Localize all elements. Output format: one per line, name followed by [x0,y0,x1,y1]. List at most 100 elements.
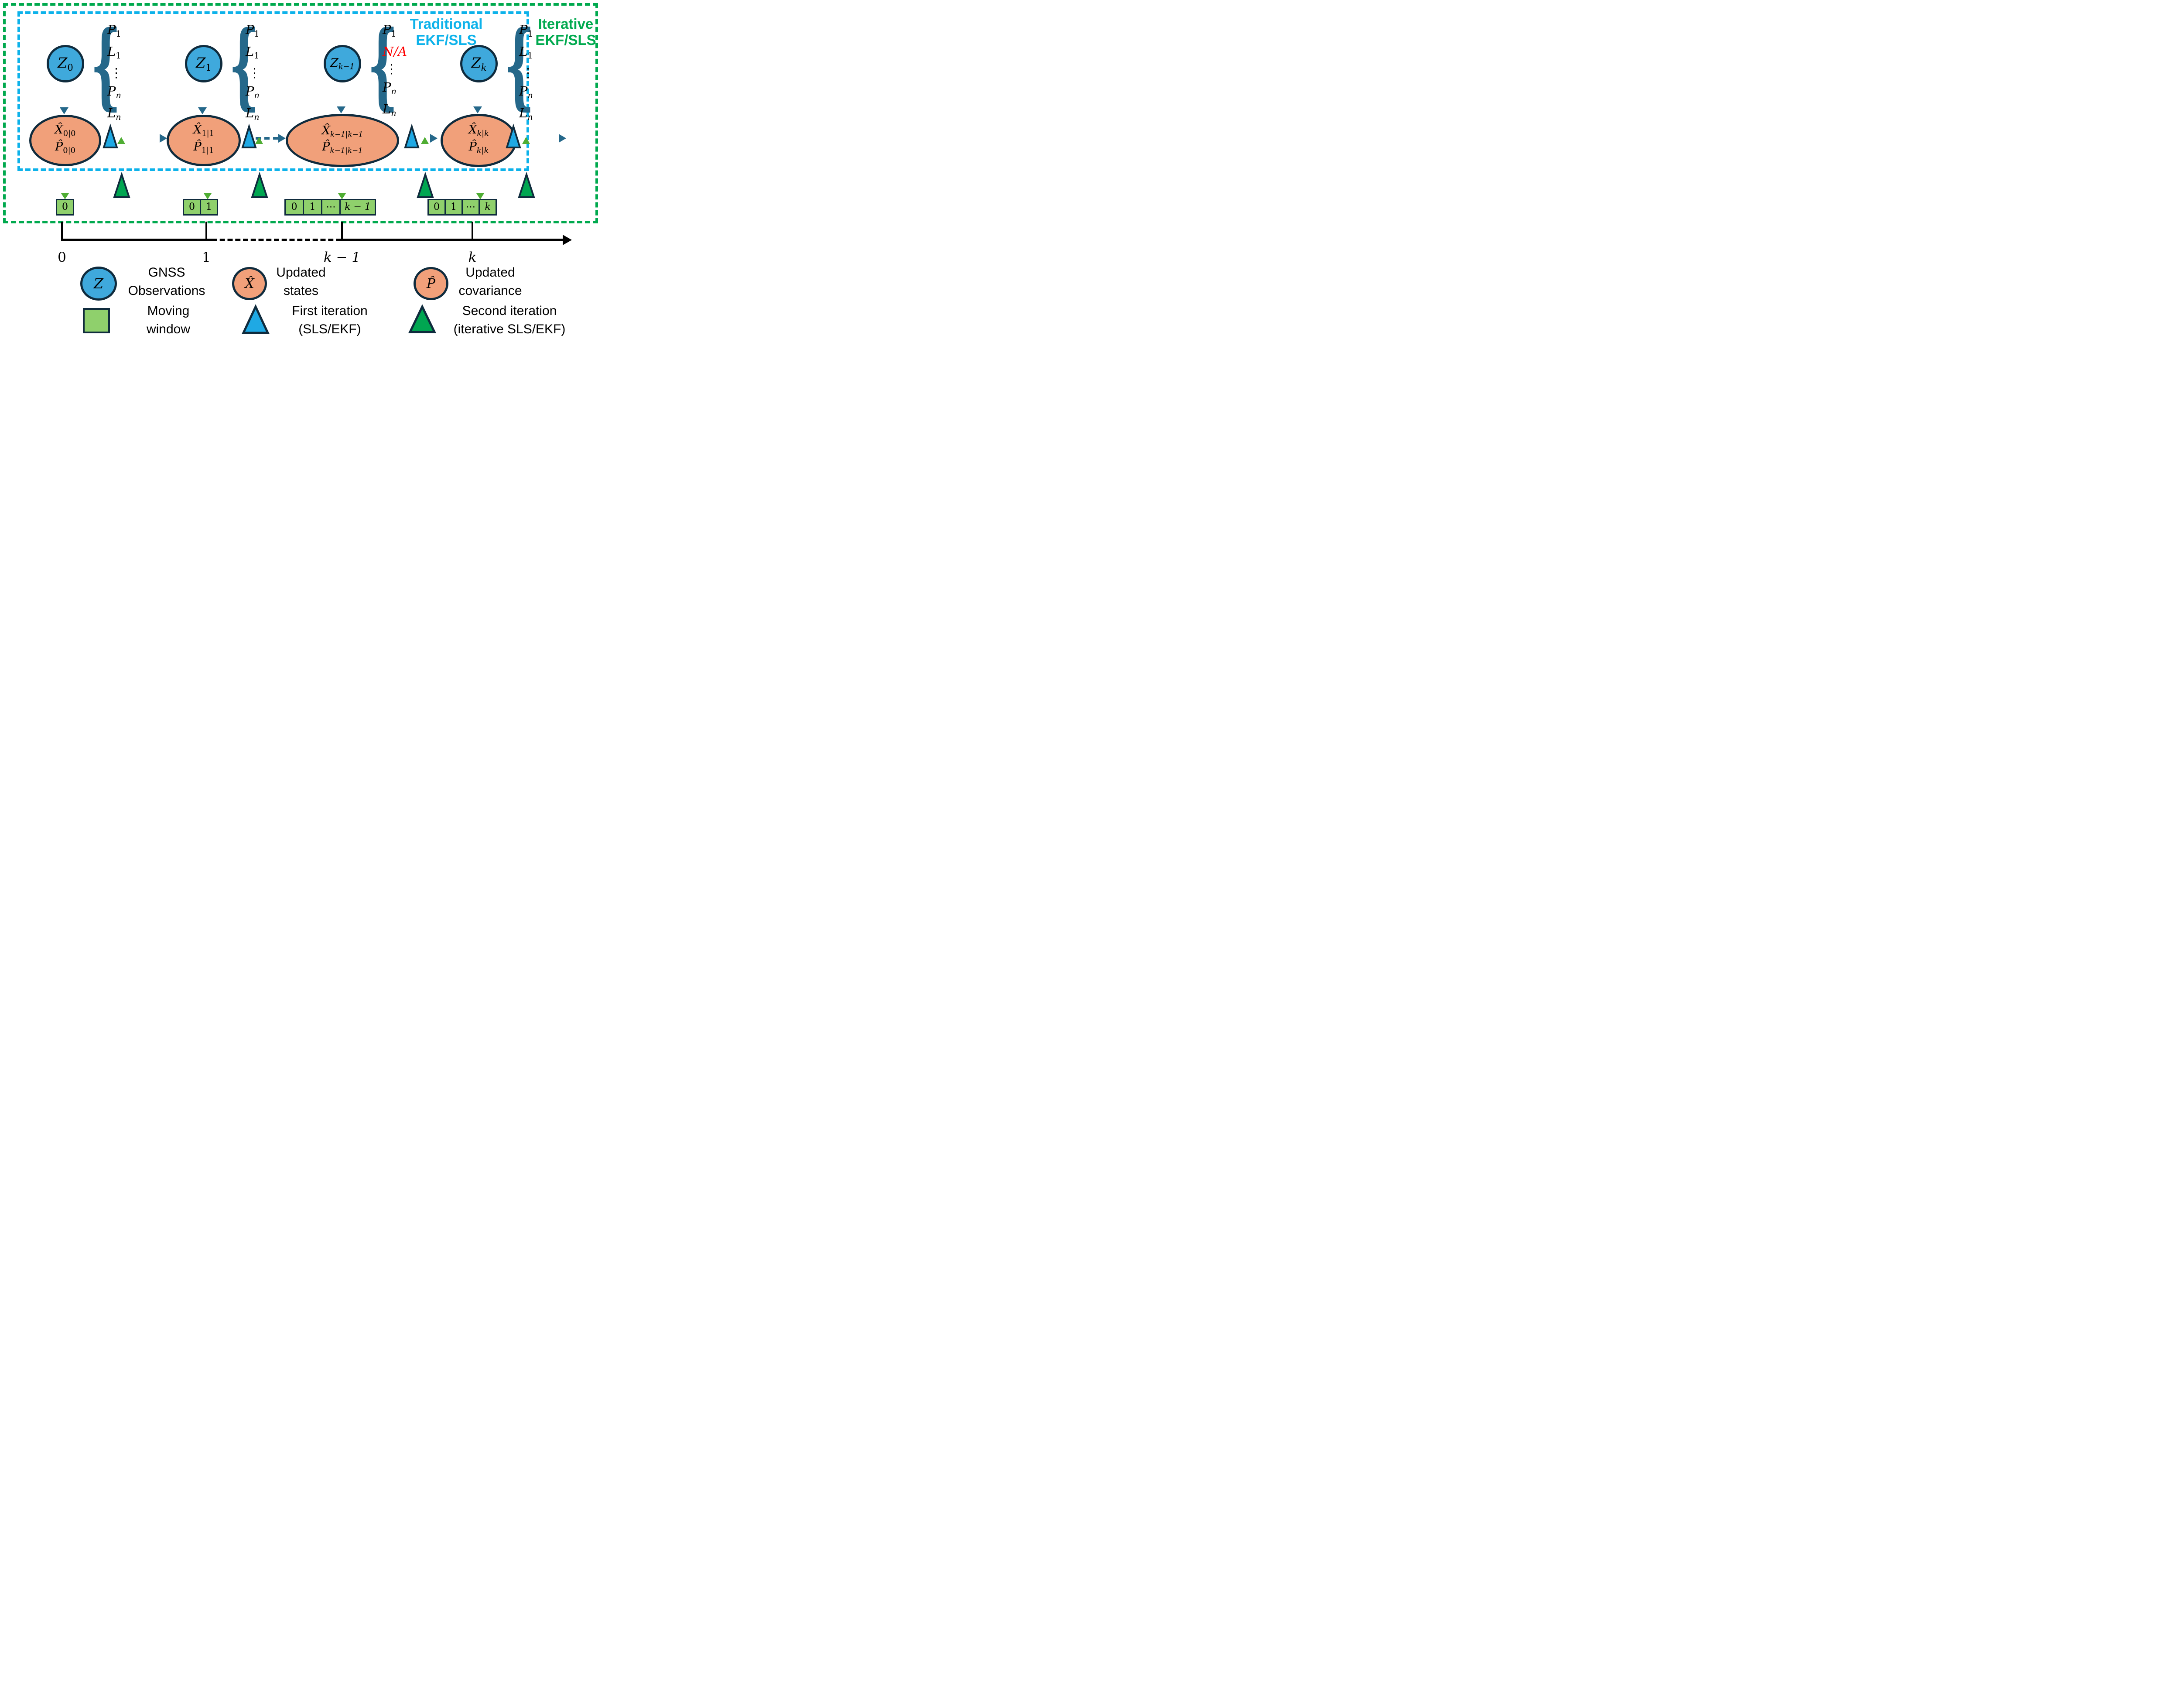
timeline-tick-0 [61,222,63,240]
first-iteration-marker-1 [241,123,257,148]
z0-label: Z0 [58,55,73,73]
obs-ellipsis: ⋮ [110,66,123,81]
brace-zk1: { [367,10,398,120]
brace-z0: { [90,10,121,120]
state-p-k: P̂k|k [468,140,489,155]
timeline-label-0: 0 [58,250,66,265]
obs-item: Ln [246,106,260,123]
window-cell: ⋯ [461,200,479,214]
moving-window-1: 0 1 [183,199,218,216]
flow-arrowhead-k [430,134,438,143]
state-x-k1: X̂k−1|k−1 [321,123,363,138]
state-ellipse-0: X̂0|0 P̂0|0 [29,115,101,166]
state-x-k: X̂k|k [468,123,489,138]
first-iteration-marker-0 [103,123,118,148]
second-iteration-marker-k1 [417,171,434,198]
timeline-label-k: k [468,250,477,265]
legend-first-iteration-label: First iteration (SLS/EKF) [292,304,368,336]
z0-arrowhead [60,107,68,114]
window-cell: ⋯ [321,200,339,214]
zk1-arrowhead [337,106,345,113]
statek-to-window-arrowhead [476,193,484,199]
timeline-tick-k [472,222,473,240]
legend-states-label: Updated states [276,265,326,298]
zk1-label: Zk−1 [330,56,355,72]
timeline-axis-solid-1 [61,239,212,241]
legend-phat-glyph: P̂ [426,276,436,291]
obs-item: Ln [519,106,533,123]
legend-gnss-symbol: Z [80,267,117,301]
flow-arrowhead-k1 [278,134,286,143]
second-iteration-marker-1 [251,171,268,198]
obs-item: Pn [519,84,533,101]
legend-second-iteration-label: Second iteration (iterative SLS/EKF) [453,304,566,336]
obs-item: P1 [519,22,533,39]
obs-list-z1: P1 L1 ⋮ Pn Ln [246,21,261,126]
iterative-frame [3,3,598,223]
window-cell: 0 [429,200,444,214]
brace-zk: { [504,10,535,120]
obs-item: Pn [383,80,397,97]
iterative-frame-label: Iterative EKF/SLS [535,16,596,48]
state-p-k1: P̂k−1|k−1 [322,140,363,155]
window0-up-arrowhead [117,137,125,144]
obs-item: Ln [107,106,121,123]
brace-z1: { [229,10,260,120]
state0-to-window-arrowhead [61,193,69,199]
legend-gnss-label: GNSS Observations [128,265,205,298]
window-cell: 1 [303,200,321,214]
moving-window-k: 0 1 ⋯ k [427,199,497,216]
timeline-arrowhead [563,235,572,245]
z1-arrowhead [198,107,207,114]
windowk1-up-arrowhead [421,137,429,144]
obs-ellipsis: ⋮ [385,62,398,77]
traditional-frame-label: Traditional EKF/SLS [410,16,483,48]
obs-list-zk1: P1 N/A ⋮ Pn Ln [383,21,407,122]
obs-item: Pn [107,84,121,101]
state-ellipse-1: X̂1|1 P̂1|1 [167,115,241,166]
zk-arrowhead [473,106,482,113]
first-iteration-marker-k [506,123,521,148]
window-cell: 1 [444,200,461,214]
obs-list-zk: P1 L1 ⋮ Pn Ln [519,21,534,126]
obs-list-z0: P1 L1 ⋮ Pn Ln [107,21,123,126]
obs-item: Ln [383,102,397,119]
obs-ellipsis: ⋮ [522,66,534,81]
state-p-0: P̂0|0 [55,140,75,155]
second-iteration-marker-k [518,171,535,198]
state1-to-window-arrowhead [204,193,212,199]
traditional-label-line2: EKF/SLS [416,32,477,48]
gnss-node-z0: Z0 [47,45,84,82]
gnss-node-zk: Zk [460,45,498,82]
timeline-tick-1 [205,222,207,240]
obs-item: L1 [519,44,533,61]
gnss-node-z1: Z1 [185,45,222,82]
state-p-1: P̂1|1 [193,140,214,155]
statek1-to-window-arrowhead [338,193,346,199]
iterative-label-line2: EKF/SLS [535,32,596,48]
legend-first-iteration-symbol [242,304,270,334]
timeline-label-k1: k − 1 [323,250,361,265]
gnss-node-zk1: Zk−1 [324,45,361,82]
window1-up-arrowhead [255,137,263,144]
state-x-0: X̂0|0 [55,123,76,138]
obs-item: P1 [383,22,397,39]
state-ellipse-k: X̂k|k P̂k|k [441,114,517,167]
obs-item: P1 [107,22,121,39]
window-cell: 0 [57,200,73,214]
ekf-sls-diagram: Traditional EKF/SLS Iterative EKF/SLS Z0… [0,0,602,342]
window-cell: 0 [286,200,303,214]
timeline-axis-solid-2 [341,239,564,241]
legend-moving-window-label: Moving window [146,304,191,336]
window-cell: k − 1 [339,200,375,214]
flow-arrowhead-1 [160,134,167,143]
legend-states-symbol: X̂ [232,267,267,300]
second-iteration-marker-0 [113,171,130,198]
windowk-up-arrowhead [522,137,530,144]
timeline-axis-dashed [212,239,341,241]
window-cell: k [479,200,496,214]
moving-window-k1: 0 1 ⋯ k − 1 [284,199,376,216]
obs-item: Pn [246,84,260,101]
obs-item-na: N/A [383,44,407,59]
obs-item: P1 [246,22,260,39]
